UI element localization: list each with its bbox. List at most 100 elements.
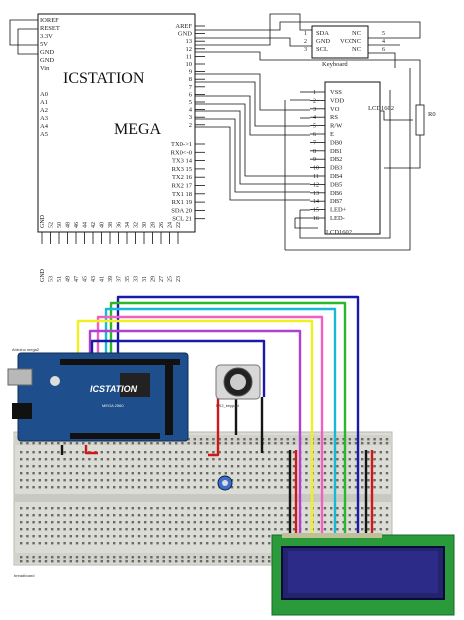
breadboard-hole [323, 442, 327, 445]
breadboard-hole [69, 507, 72, 510]
breadboard-hole [119, 514, 122, 517]
breadboard-hole [137, 542, 141, 545]
mega-right-pin: GND [178, 31, 192, 38]
breadboard-hole [131, 479, 134, 482]
mega-bottom-outer-pin: 23 [176, 276, 182, 282]
breadboard-hole [51, 465, 54, 468]
mega-title: ICSTATION [63, 70, 145, 87]
breadboard-hole [385, 528, 389, 531]
breadboard-hole [261, 465, 265, 468]
breadboard-hole [69, 451, 72, 454]
breadboard-hole [243, 542, 246, 545]
breadboard-hole [113, 556, 116, 559]
breadboard-hole [20, 556, 23, 559]
breadboard-hole [100, 472, 103, 475]
breadboard-hole [113, 521, 116, 524]
breadboard-hole [63, 442, 66, 445]
breadboard-hole [88, 486, 91, 489]
breadboard-hole [75, 560, 79, 563]
breadboard-hole [268, 542, 271, 545]
breadboard-hole [57, 451, 60, 454]
breadboard-hole [361, 479, 364, 482]
breadboard-hole [57, 486, 60, 489]
breadboard-hole [51, 479, 54, 482]
breadboard-hole [75, 442, 79, 445]
breadboard-hole [268, 465, 271, 468]
breadboard-hole [237, 521, 240, 524]
breadboard-hole [373, 528, 376, 531]
breadboard-hole [305, 514, 308, 517]
breadboard-hole [385, 451, 389, 454]
breadboard-hole [168, 458, 172, 461]
lcd-module [324, 81, 381, 235]
breadboard-hole [125, 556, 128, 559]
breadboard-hole [175, 465, 178, 468]
mega-bottom-inner-pin: 28 [151, 222, 157, 228]
breadboard-hole [193, 521, 196, 524]
breadboard-hole [113, 465, 116, 468]
mega-left-pin: A1 [40, 99, 48, 106]
breadboard-hole [32, 521, 35, 524]
breadboard-hole [119, 507, 122, 510]
breadboard-hole [218, 442, 221, 445]
breadboard-hole [237, 472, 240, 475]
breadboard-hole [57, 479, 60, 482]
breadboard-hole [373, 442, 376, 445]
breadboard-hole [94, 472, 97, 475]
breadboard-hole [305, 507, 308, 510]
breadboard-hole [75, 528, 79, 531]
board-brand: ICSTATION [90, 384, 138, 394]
breadboard-hole [230, 560, 234, 563]
breadboard-hole [75, 556, 79, 559]
breadboard-hole [249, 542, 252, 545]
breadboard-hole [100, 486, 103, 489]
breadboard-hole [212, 542, 215, 545]
breadboard-hole [243, 486, 246, 489]
breadboard-hole [82, 479, 85, 482]
breadboard-hole [181, 542, 184, 545]
breadboard-hole [51, 535, 54, 538]
breadboard-hole [305, 451, 308, 454]
breadboard-hole [286, 486, 289, 489]
breadboard-hole [193, 514, 196, 517]
breadboard-hole [348, 521, 351, 524]
breadboard-hole [249, 486, 252, 489]
breadboard-hole [237, 465, 240, 468]
breadboard-hole [367, 507, 370, 510]
breadboard-hole [212, 486, 215, 489]
breadboard-hole [94, 542, 97, 545]
breadboard-hole [63, 528, 66, 531]
schematic-wires [9, 13, 425, 251]
breadboard-hole [57, 472, 60, 475]
breadboard-hole [144, 560, 147, 563]
breadboard-hole [354, 465, 358, 468]
breadboard-hole [113, 542, 116, 545]
breadboard-hole [230, 528, 234, 531]
breadboard-hole [193, 458, 196, 461]
breadboard-hole [274, 514, 277, 517]
breadboard-hole [63, 465, 66, 468]
breadboard-hole [230, 556, 234, 559]
breadboard-hole [342, 521, 345, 524]
breadboard-hole [379, 486, 382, 489]
breadboard-hole [137, 528, 141, 531]
breadboard-hole [342, 451, 345, 454]
mega-left-pin: A3 [40, 115, 48, 122]
breadboard-hole [323, 472, 327, 475]
breadboard-hole [82, 535, 85, 538]
breadboard-hole [255, 521, 258, 524]
breadboard-hole [305, 528, 308, 531]
breadboard-hole [162, 521, 165, 524]
breadboard-hole [354, 521, 358, 524]
keyboard-right-number: 5 [382, 31, 385, 37]
breadboard-hole [243, 451, 246, 454]
mega-right-pin: 13 [186, 38, 193, 45]
breadboard-hole [106, 556, 110, 559]
keyboard-nc-label: NC [352, 38, 361, 45]
breadboard-hole [212, 451, 215, 454]
mega-left-pin: A2 [40, 107, 48, 114]
mega-left-pin: A4 [40, 123, 49, 130]
breadboard-hole [88, 472, 91, 475]
breadboard-hole [330, 507, 333, 510]
breadboard-hole [286, 507, 289, 510]
